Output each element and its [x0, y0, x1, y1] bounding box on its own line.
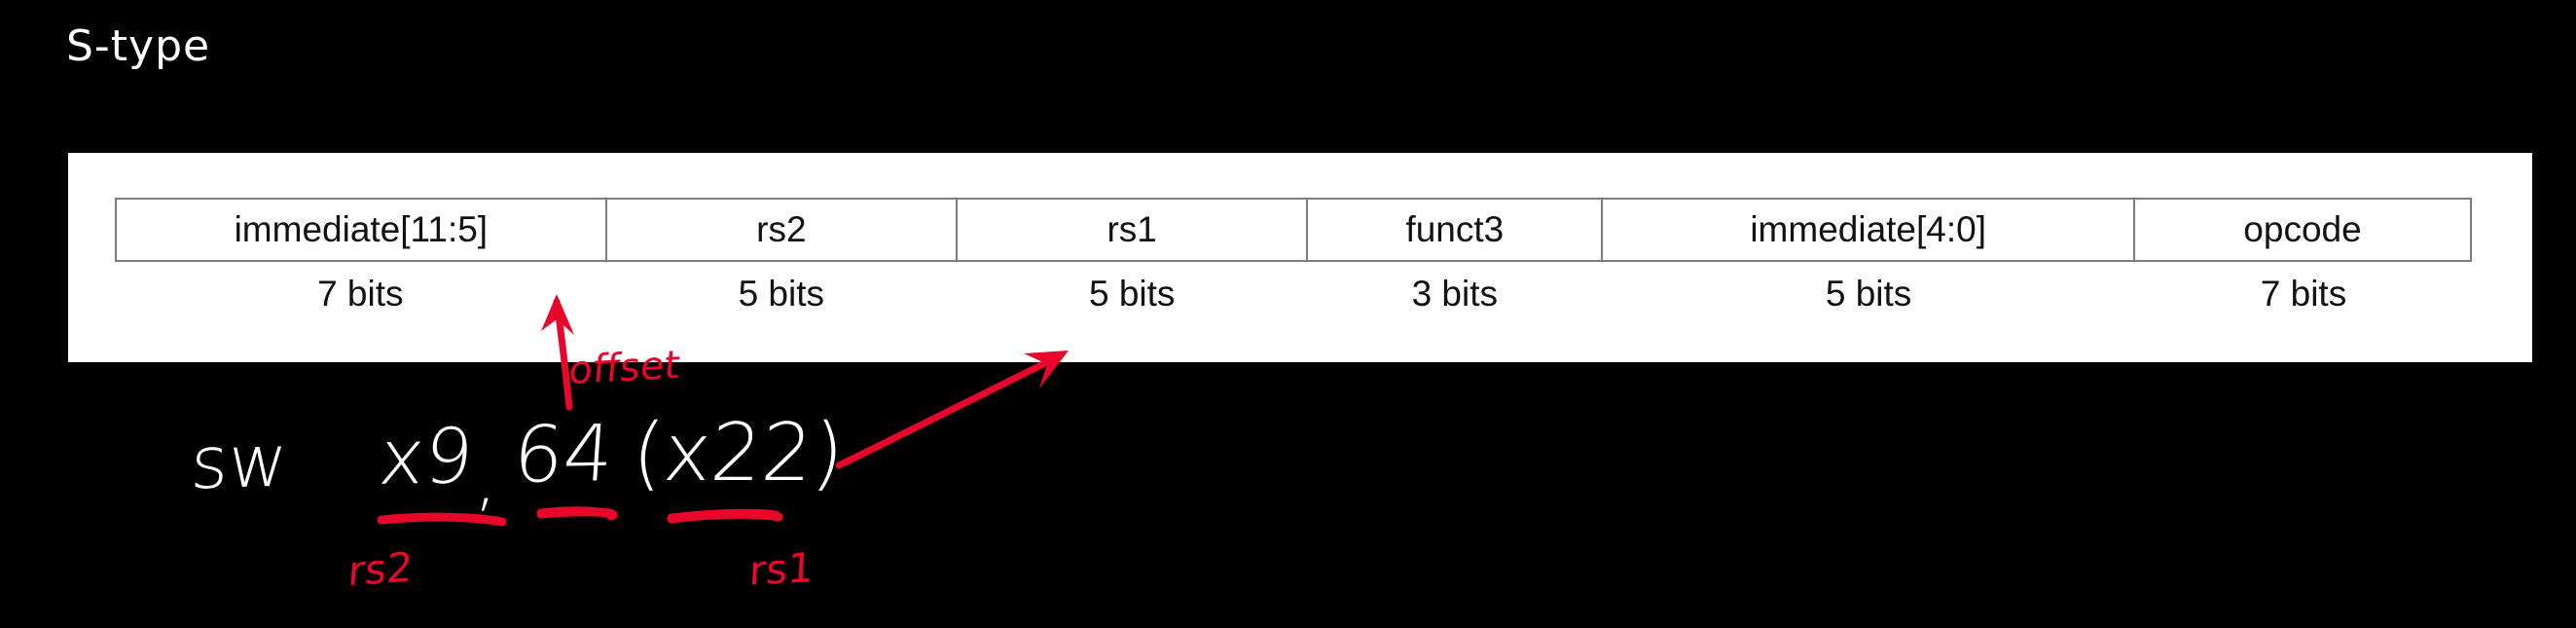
bit-width-immediate-4-0: 5 bits: [1602, 274, 2135, 328]
bit-width-immediate-11-5: 7 bits: [115, 274, 606, 328]
field-cell-rs2: rs2: [607, 200, 958, 260]
field-cell-rs1: rs1: [958, 200, 1309, 260]
bit-width-label: 5 bits: [738, 274, 824, 314]
bit-width-label: 7 bits: [317, 274, 404, 314]
field-label: funct3: [1405, 209, 1505, 249]
field-cell-immediate-11-5: immediate[11:5]: [117, 200, 607, 260]
field-label: immediate[11:5]: [234, 209, 489, 249]
rs2-underline: [377, 512, 507, 527]
bit-width-label: 3 bits: [1411, 274, 1499, 314]
annotation-label-rs1: rs1: [747, 543, 816, 595]
page-title: S-type: [66, 21, 211, 71]
handwritten-rs2-operand: x9: [375, 413, 477, 502]
field-cell-opcode: opcode: [2135, 200, 2470, 260]
bit-width-funct3: 3 bits: [1307, 274, 1602, 328]
rs1-underline: [667, 508, 781, 523]
instruction-field-table: immediate[11:5] rs2 rs1 funct3 immediate…: [115, 198, 2472, 262]
bit-width-label: 7 bits: [2260, 274, 2347, 314]
handwritten-mnemonic: sw: [189, 419, 290, 506]
field-label: immediate[4:0]: [1750, 209, 1986, 249]
rs1-arrow-icon: [835, 351, 1069, 469]
handwritten-comma: ,: [472, 436, 505, 520]
rs1-underline-2: [667, 509, 783, 524]
bit-width-rs1: 5 bits: [957, 274, 1307, 328]
handwritten-offset-operand: 64: [510, 408, 617, 500]
bit-width-rs2: 5 bits: [606, 274, 957, 328]
field-cell-immediate-4-0: immediate[4:0]: [1603, 200, 2135, 260]
field-cell-funct3: funct3: [1308, 200, 1604, 260]
offset-underline: [536, 507, 618, 521]
bit-width-label: 5 bits: [1825, 274, 1912, 314]
handwritten-base-operand: (x22): [629, 407, 848, 499]
offset-underline-2: [536, 506, 618, 520]
bit-width-row: 7 bits 5 bits 5 bits 3 bits 5 bits 7 bit…: [115, 274, 2472, 328]
field-label: rs1: [1107, 209, 1157, 249]
field-label: opcode: [2243, 209, 2362, 249]
bit-width-opcode: 7 bits: [2135, 274, 2472, 328]
annotation-label-rs2: rs2: [346, 542, 415, 596]
instruction-format-panel: immediate[11:5] rs2 rs1 funct3 immediate…: [68, 153, 2532, 362]
bit-width-label: 5 bits: [1088, 274, 1176, 314]
field-label: rs2: [756, 209, 807, 249]
